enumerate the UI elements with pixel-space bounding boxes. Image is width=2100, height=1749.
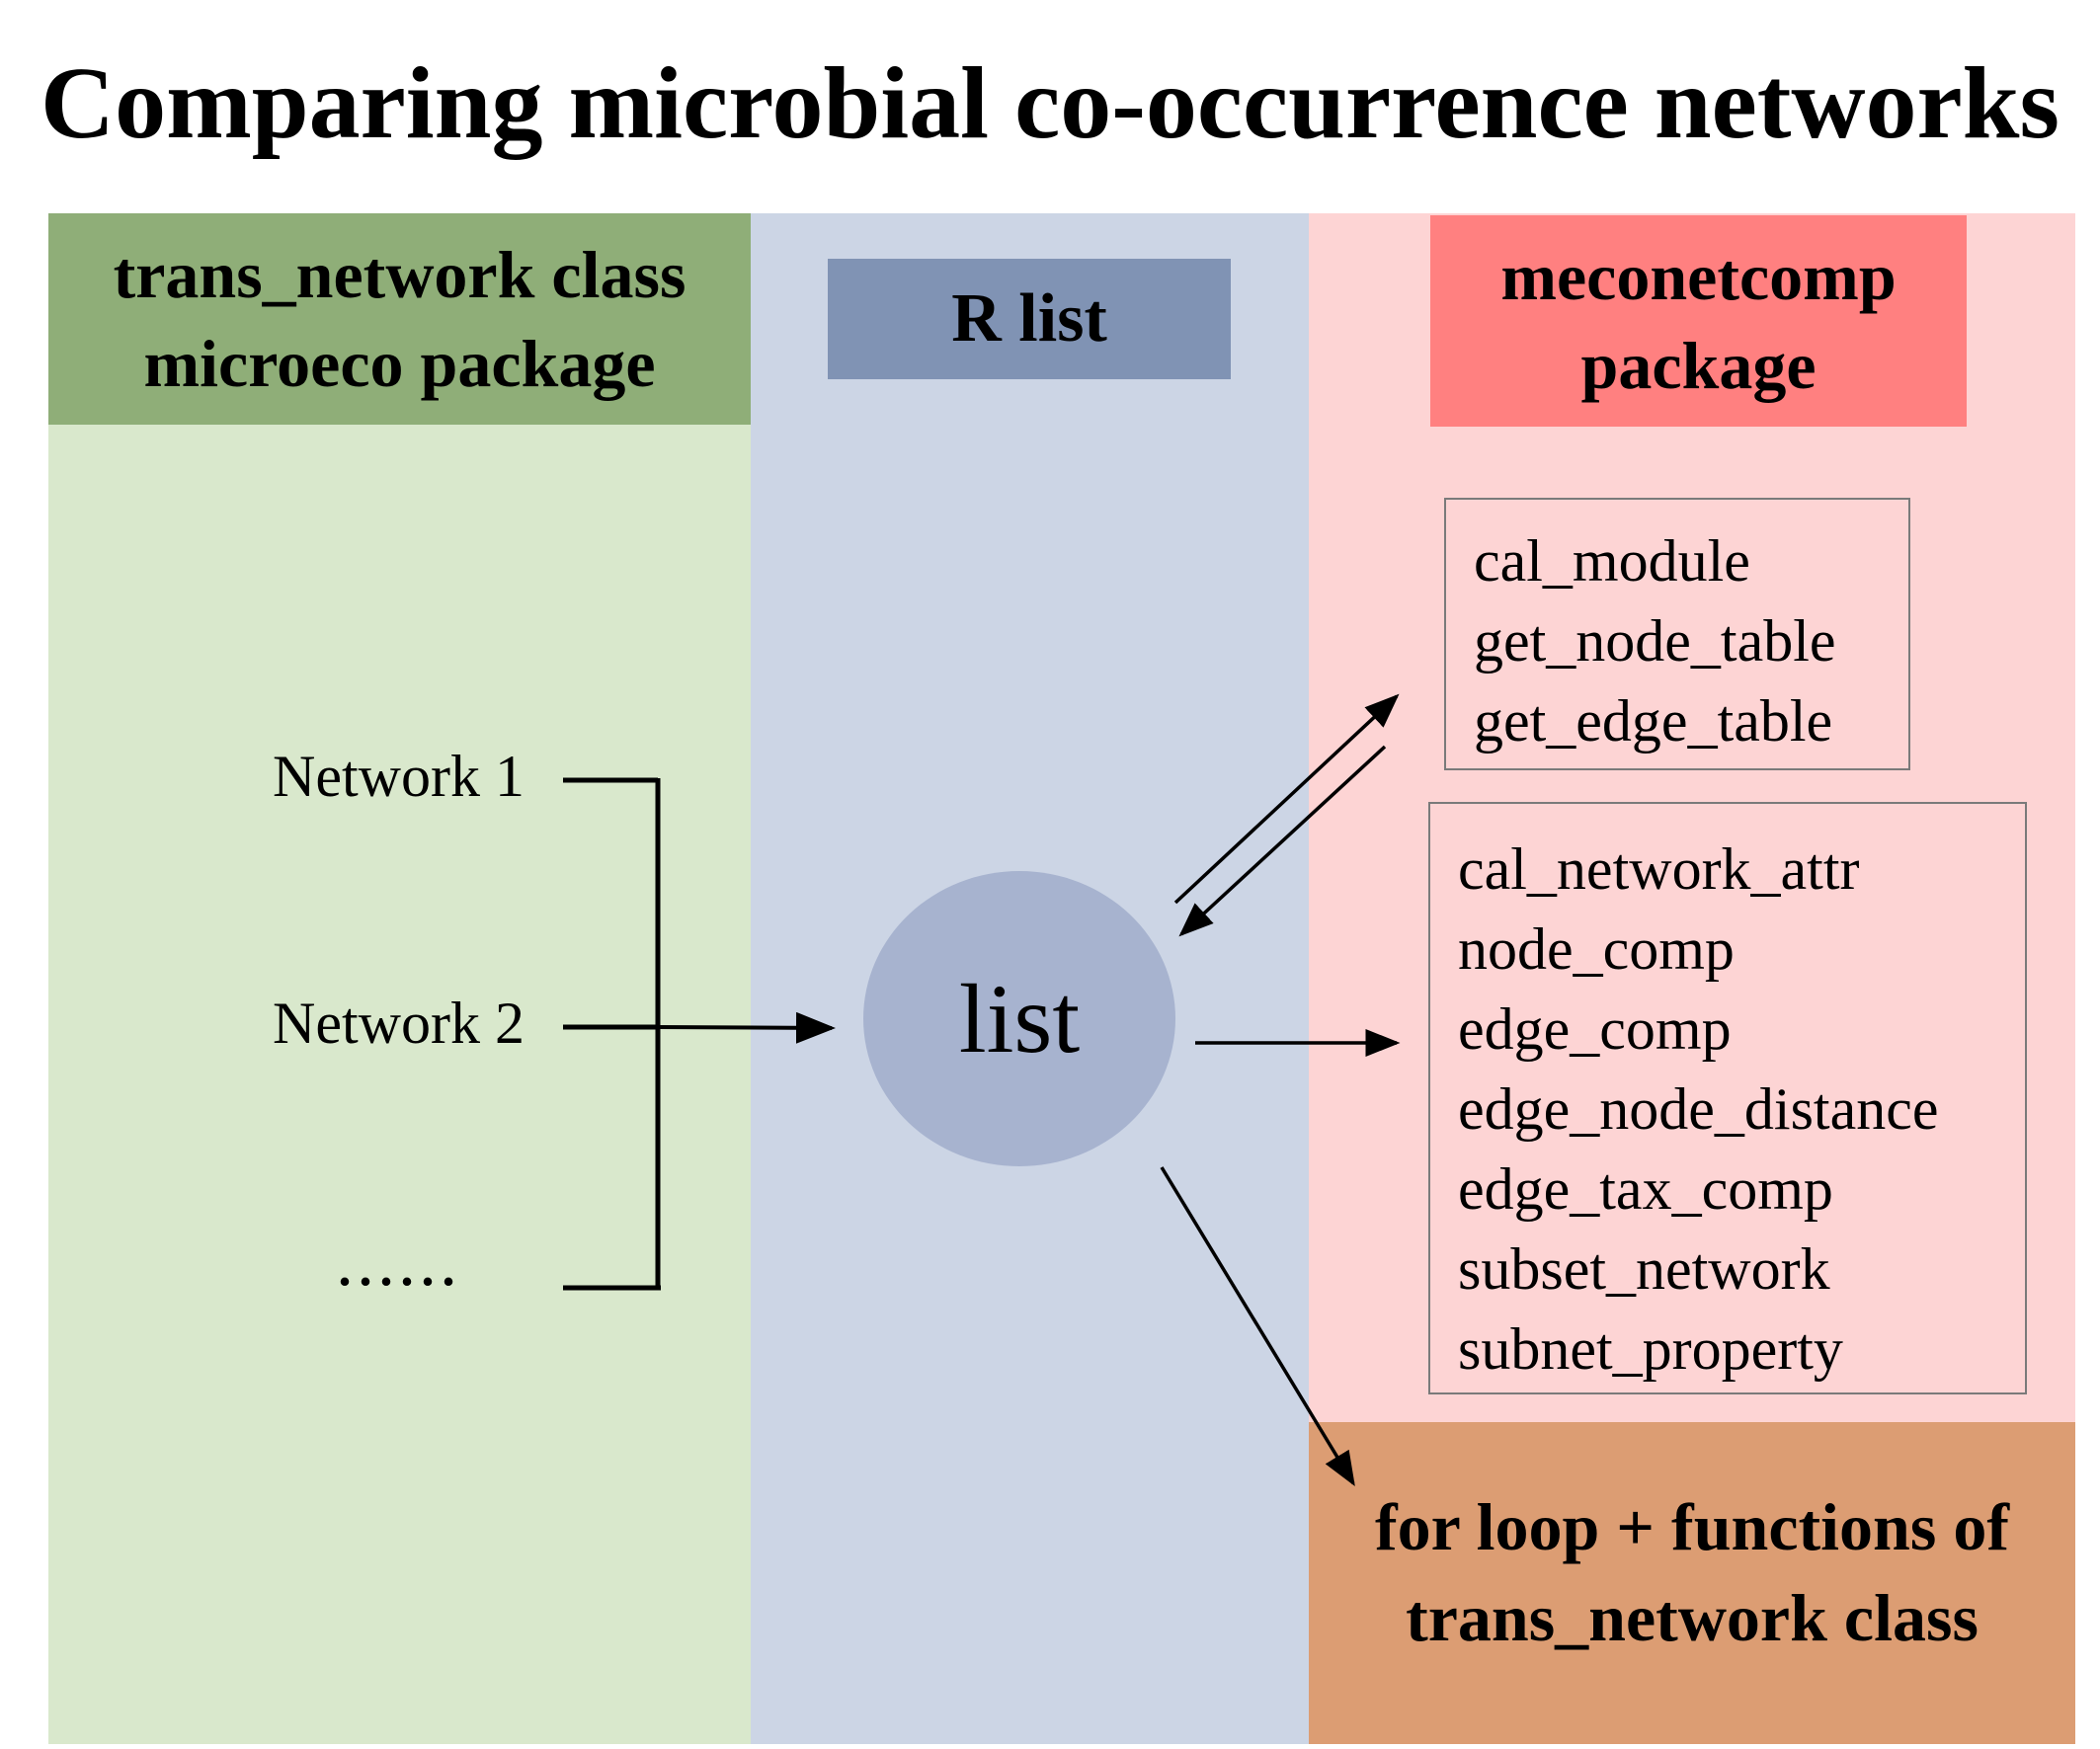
microeco-header-line1: trans_network class xyxy=(113,237,687,312)
function-item: edge_node_distance xyxy=(1458,1076,1939,1142)
list-node-label: list xyxy=(958,964,1081,1073)
list-to-for-loop-arrow xyxy=(1160,1166,1355,1486)
box1-to-list-arrow xyxy=(1178,745,1387,937)
r-list-header: R list xyxy=(828,259,1231,379)
for-loop-label-line2: trans_network class xyxy=(1406,1580,1979,1655)
function-item: edge_comp xyxy=(1458,996,1732,1062)
microeco-header-line2: microeco package xyxy=(143,326,656,401)
function-item: cal_module xyxy=(1474,528,1750,594)
function-item: get_node_table xyxy=(1474,608,1836,674)
list-node: list xyxy=(863,871,1175,1166)
function-item: node_comp xyxy=(1458,916,1735,982)
bracket-to-list-arrow xyxy=(657,1011,836,1044)
module-table-functions-box: cal_module get_node_table get_edge_table xyxy=(1444,498,1910,770)
function-item: edge_tax_comp xyxy=(1458,1156,1833,1222)
microeco-column xyxy=(48,213,751,1744)
function-item: get_edge_table xyxy=(1474,688,1833,754)
microeco-header: trans_network class microeco package xyxy=(48,213,751,425)
meconetcomp-header-line1: meconetcomp xyxy=(1500,239,1897,314)
function-item: cal_network_attr xyxy=(1458,836,1860,902)
network-1-label: Network 1 xyxy=(273,744,525,809)
list-to-box1-arrow xyxy=(1173,693,1400,905)
function-item: subnet_property xyxy=(1458,1316,1843,1382)
network-2-label: Network 2 xyxy=(273,991,525,1056)
meconetcomp-header-line2: package xyxy=(1580,328,1817,403)
for-loop-panel xyxy=(1309,1422,2075,1744)
comparison-functions-box: cal_network_attr node_comp edge_comp edg… xyxy=(1428,802,2027,1394)
function-item: subset_network xyxy=(1458,1236,1830,1302)
for-loop-label: for loop + functions of trans_network cl… xyxy=(1309,1481,2075,1663)
meconetcomp-header: meconetcomp package xyxy=(1430,215,1967,427)
for-loop-label-line1: for loop + functions of xyxy=(1375,1489,2009,1564)
more-networks-ellipsis: ...... xyxy=(336,1222,460,1301)
page-title: Comparing microbial co-occurrence networ… xyxy=(40,46,2060,160)
